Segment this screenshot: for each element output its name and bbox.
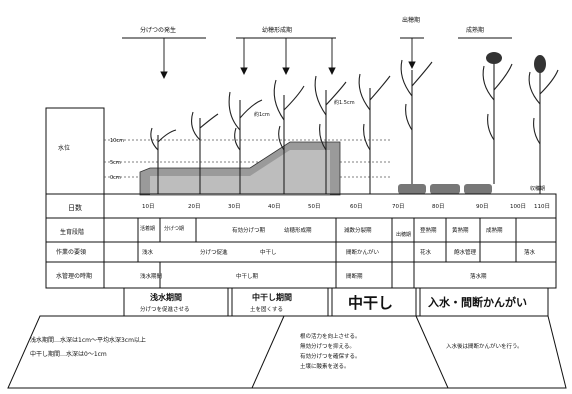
work-cell: 花水 (420, 248, 432, 256)
stage-cell: 分げつ期 (164, 225, 184, 232)
stage-row-label: 生育段階 (60, 228, 84, 236)
water-cell: 中干し期 (236, 272, 259, 280)
label-tillering: 分げつの発生 (140, 26, 176, 34)
work-cell: 分げつ促進 (200, 248, 228, 256)
rice-plant-icon (150, 127, 177, 194)
stage-cell: 減数分裂期 (344, 226, 372, 234)
rice-plant-icon (358, 73, 391, 194)
note-2: 中干し期間…水深は0～1cm (30, 350, 107, 358)
day-50: 50日 (308, 203, 321, 210)
panicle-icon (486, 52, 502, 64)
period-banners (7, 287, 567, 389)
day-40: 40日 (268, 203, 281, 210)
water-row-label: 水管理の時期 (56, 272, 92, 280)
day-80: 80日 (432, 203, 445, 210)
day-10: 10日 (142, 203, 155, 210)
work-row-label: 作業の要領 (56, 248, 86, 256)
soil-block (464, 184, 492, 194)
day-100: 100日 (510, 203, 526, 210)
day-30: 30日 (228, 203, 241, 210)
y-label-5: 5cm (110, 160, 121, 166)
label-panicle-init: 幼穂形成期 (262, 26, 292, 34)
rice-plant-icon (528, 66, 559, 194)
work-cell: 間断かんがい (346, 248, 380, 256)
period-1-subtitle: 分げつを促進させる (140, 305, 190, 313)
rice-plant-icon (191, 111, 219, 194)
rice-plants (150, 52, 559, 194)
leaf-note-1: 約1cm (254, 111, 270, 118)
work-cell: 飽水管理 (454, 248, 477, 256)
rice-plant-icon (228, 91, 263, 194)
note-3: 根の活力を向上させる。 (300, 332, 361, 340)
leaf-note-2: 約1.5cm (334, 99, 355, 106)
water-level-chart (45, 107, 556, 196)
water-cell: 浅水期間 (140, 272, 163, 280)
y-axis-label: 水位 (58, 144, 70, 152)
water-cell: 落水期 (470, 272, 487, 280)
work-cell: 中干し (260, 248, 277, 256)
day-90: 90日 (476, 203, 489, 210)
work-cell: 落水 (524, 248, 536, 256)
note-6: 土壌に酸素を送る。 (300, 362, 350, 370)
note-1: 浅水期間…水深は1cm～平均水深3cm以上 (30, 336, 146, 344)
label-heading: 出穂期 (402, 16, 420, 24)
period-2-subtitle: 土を固くする (250, 305, 283, 313)
note-5: 有効分げつを確保する。 (300, 352, 361, 360)
stage-cell: 幼穂形成期 (284, 226, 312, 234)
stage-cell: 登熟期 (420, 226, 437, 234)
days-label: 日数 (68, 203, 82, 212)
stage-cell: 活着期 (140, 225, 155, 232)
y-label-0: 0cm (110, 175, 121, 181)
day-70: 70日 (392, 203, 405, 210)
work-cell: 浅水 (142, 248, 154, 256)
rice-plant-icon (400, 59, 433, 184)
rice-plant-icon (273, 79, 305, 194)
rice-plant-icon (314, 75, 347, 194)
period-2-title: 中干し期間 (252, 292, 292, 302)
day-110: 110日 (534, 203, 550, 210)
stage-cell: 有効分げつ期 (232, 226, 266, 234)
water-cell: 間断期 (346, 272, 363, 280)
panicle-icon (534, 55, 546, 73)
period-4-title: 入水・間断かんがい (428, 295, 527, 309)
stage-cell: 黄熟期 (452, 226, 469, 234)
soil-block (398, 184, 426, 194)
top-arrows (122, 37, 512, 80)
period-1-title: 浅水期間 (150, 292, 182, 302)
day-20: 20日 (188, 203, 201, 210)
rice-plant-icon (482, 60, 513, 184)
label-maturity: 成熟期 (466, 26, 484, 34)
stage-cell: 成熟期 (486, 226, 503, 234)
stage-cell: 出穂期 (396, 231, 411, 238)
soil-block (430, 184, 460, 194)
period-3-title: 中干し (348, 294, 393, 312)
note-7: 入水後は間断かんがいを行う。 (446, 342, 523, 350)
harvest-label: 収穫期 (530, 185, 545, 192)
y-label-10: 10cm (110, 138, 124, 144)
day-60: 60日 (350, 203, 363, 210)
note-4: 無効分げつを抑える。 (300, 342, 355, 350)
